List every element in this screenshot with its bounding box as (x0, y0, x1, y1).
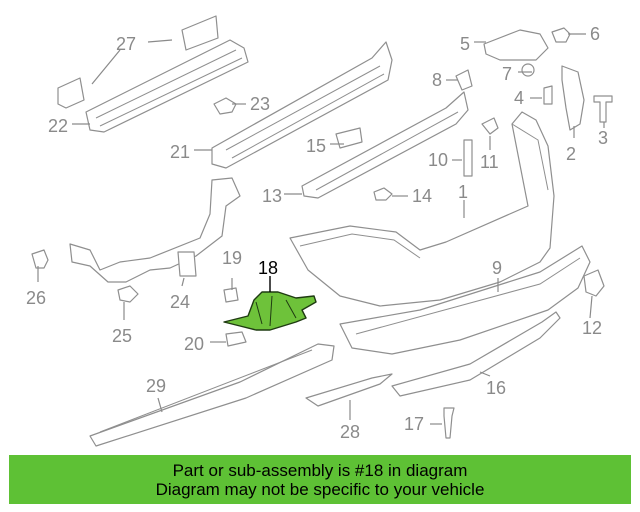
banner-line-2: Diagram may not be specific to your vehi… (155, 480, 485, 499)
part-29-step-pad[interactable] (89, 343, 335, 447)
part-20-clip[interactable] (225, 331, 247, 347)
part-21-absorber[interactable] (211, 41, 393, 169)
callout-13: 13 (262, 186, 282, 206)
callout-1: 1 (458, 182, 468, 202)
part-13-absorber[interactable] (301, 91, 469, 199)
callout-14: 14 (412, 186, 432, 206)
callout-4: 4 (514, 88, 524, 108)
part-7-nut[interactable] (521, 63, 535, 77)
callout-12: 12 (582, 318, 602, 338)
parts-diagram: 27 22 23 21 15 13 14 5 6 8 7 4 2 3 10 11… (26, 15, 613, 447)
part-2-bracket[interactable] (561, 65, 585, 131)
callout-23: 23 (250, 94, 270, 114)
part-17-bolt[interactable] (443, 407, 455, 439)
part-3-bolt[interactable] (593, 95, 613, 123)
callout-21: 21 (170, 142, 190, 162)
callout-19: 19 (222, 248, 242, 268)
part-24-tow-hitch[interactable] (69, 177, 241, 283)
callout-9: 9 (492, 258, 502, 278)
part-14-screw[interactable] (373, 187, 393, 201)
part-5-bracket[interactable] (483, 29, 549, 61)
part-10-stud[interactable] (463, 139, 473, 177)
callout-22: 22 (48, 116, 68, 136)
callout-26: 26 (26, 288, 46, 308)
part-25-nut[interactable] (117, 285, 139, 303)
part-19-clip[interactable] (223, 287, 239, 303)
callout-20: 20 (184, 334, 204, 354)
callout-29: 29 (146, 376, 166, 396)
part-6-bolt[interactable] (551, 27, 571, 43)
part-26-bolt[interactable] (31, 249, 49, 269)
callout-labels: 27 22 23 21 15 13 14 5 6 8 7 4 2 3 10 11… (26, 24, 608, 442)
part-11-clip[interactable] (481, 117, 499, 135)
part-1-bumper-cover[interactable] (289, 111, 555, 307)
callout-11: 11 (480, 152, 499, 172)
callout-15: 15 (306, 136, 326, 156)
info-banner: Part or sub-assembly is #18 in diagram D… (9, 455, 631, 504)
part-12-bracket[interactable] (583, 269, 605, 297)
callout-8: 8 (432, 70, 442, 90)
part-9-valance[interactable] (339, 245, 591, 355)
callout-28: 28 (340, 422, 360, 442)
callout-25: 25 (112, 326, 132, 346)
callout-27: 27 (116, 34, 136, 54)
part-22-reinforcement-bar[interactable] (57, 15, 249, 133)
callout-6: 6 (590, 24, 600, 44)
part-23-clip[interactable] (213, 97, 237, 115)
callout-16: 16 (486, 378, 506, 398)
callout-17: 17 (404, 414, 424, 434)
callout-5: 5 (460, 34, 470, 54)
part-4-clip[interactable] (543, 85, 553, 105)
callout-7: 7 (502, 64, 512, 84)
leader-lines (37, 33, 605, 425)
callout-3: 3 (598, 128, 608, 148)
callout-24: 24 (170, 292, 190, 312)
part-16-trim[interactable] (391, 311, 561, 397)
part-28-reflector[interactable] (305, 373, 393, 407)
callout-10: 10 (428, 150, 448, 170)
banner-line-1: Part or sub-assembly is #18 in diagram (172, 461, 468, 480)
callout-18: 18 (258, 258, 278, 278)
part-15-bracket[interactable] (335, 127, 363, 149)
part-18-highlighted[interactable] (223, 291, 317, 331)
part-8-bracket[interactable] (455, 69, 473, 91)
callout-2: 2 (566, 144, 576, 164)
